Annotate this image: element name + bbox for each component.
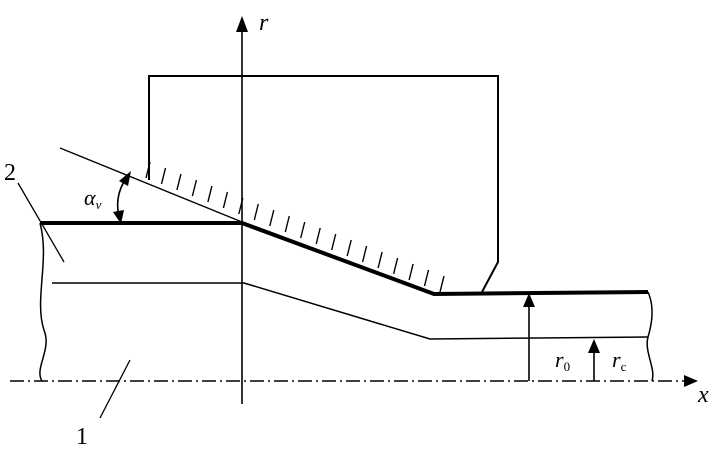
hatch-mark [176,173,182,191]
hatch-mark [392,257,399,275]
hatch-mark [238,197,244,215]
hatch-mark [346,239,352,257]
hatch-mark [222,191,229,209]
tube-inner-surface [52,282,649,340]
hatch-mark [300,221,306,239]
hatch-mark [253,203,259,221]
rc-label: rc [612,347,627,374]
hatch-mark [331,233,337,251]
die-hatching [145,161,445,293]
part-2-leader [17,182,65,263]
x-axis-label: x [697,382,709,408]
hatch-mark [191,179,198,197]
rc-arrow [588,339,600,353]
part-1-leader [99,359,131,419]
hatch-mark [361,245,368,263]
hatch-mark [269,209,275,227]
angle-arrow-bottom [113,210,124,224]
r0-arrow [523,293,535,307]
hatch-mark [439,275,445,293]
hatch-mark [207,185,213,203]
part-2-label: 2 [4,160,16,186]
r-axis-label: r [259,10,269,36]
hatch-mark [377,251,383,269]
die-cone-line [59,147,243,223]
hatch-mark [145,161,151,179]
hatch-mark [315,227,321,245]
right-break-line [646,291,654,382]
part-1-label: 1 [76,424,88,450]
hatch-mark [408,263,414,281]
r0-label: r0 [555,347,570,374]
die-outline [148,75,499,293]
hatch-mark [423,269,430,287]
left-break-line [39,222,47,382]
angle-arrow-top [119,171,131,186]
hatch-mark [284,215,290,233]
hatch-mark [160,167,167,185]
x-axis-arrow [684,375,698,387]
r-axis-arrow [236,16,248,32]
tube-outer-surface [40,221,649,297]
angle-label: αv [84,185,102,212]
